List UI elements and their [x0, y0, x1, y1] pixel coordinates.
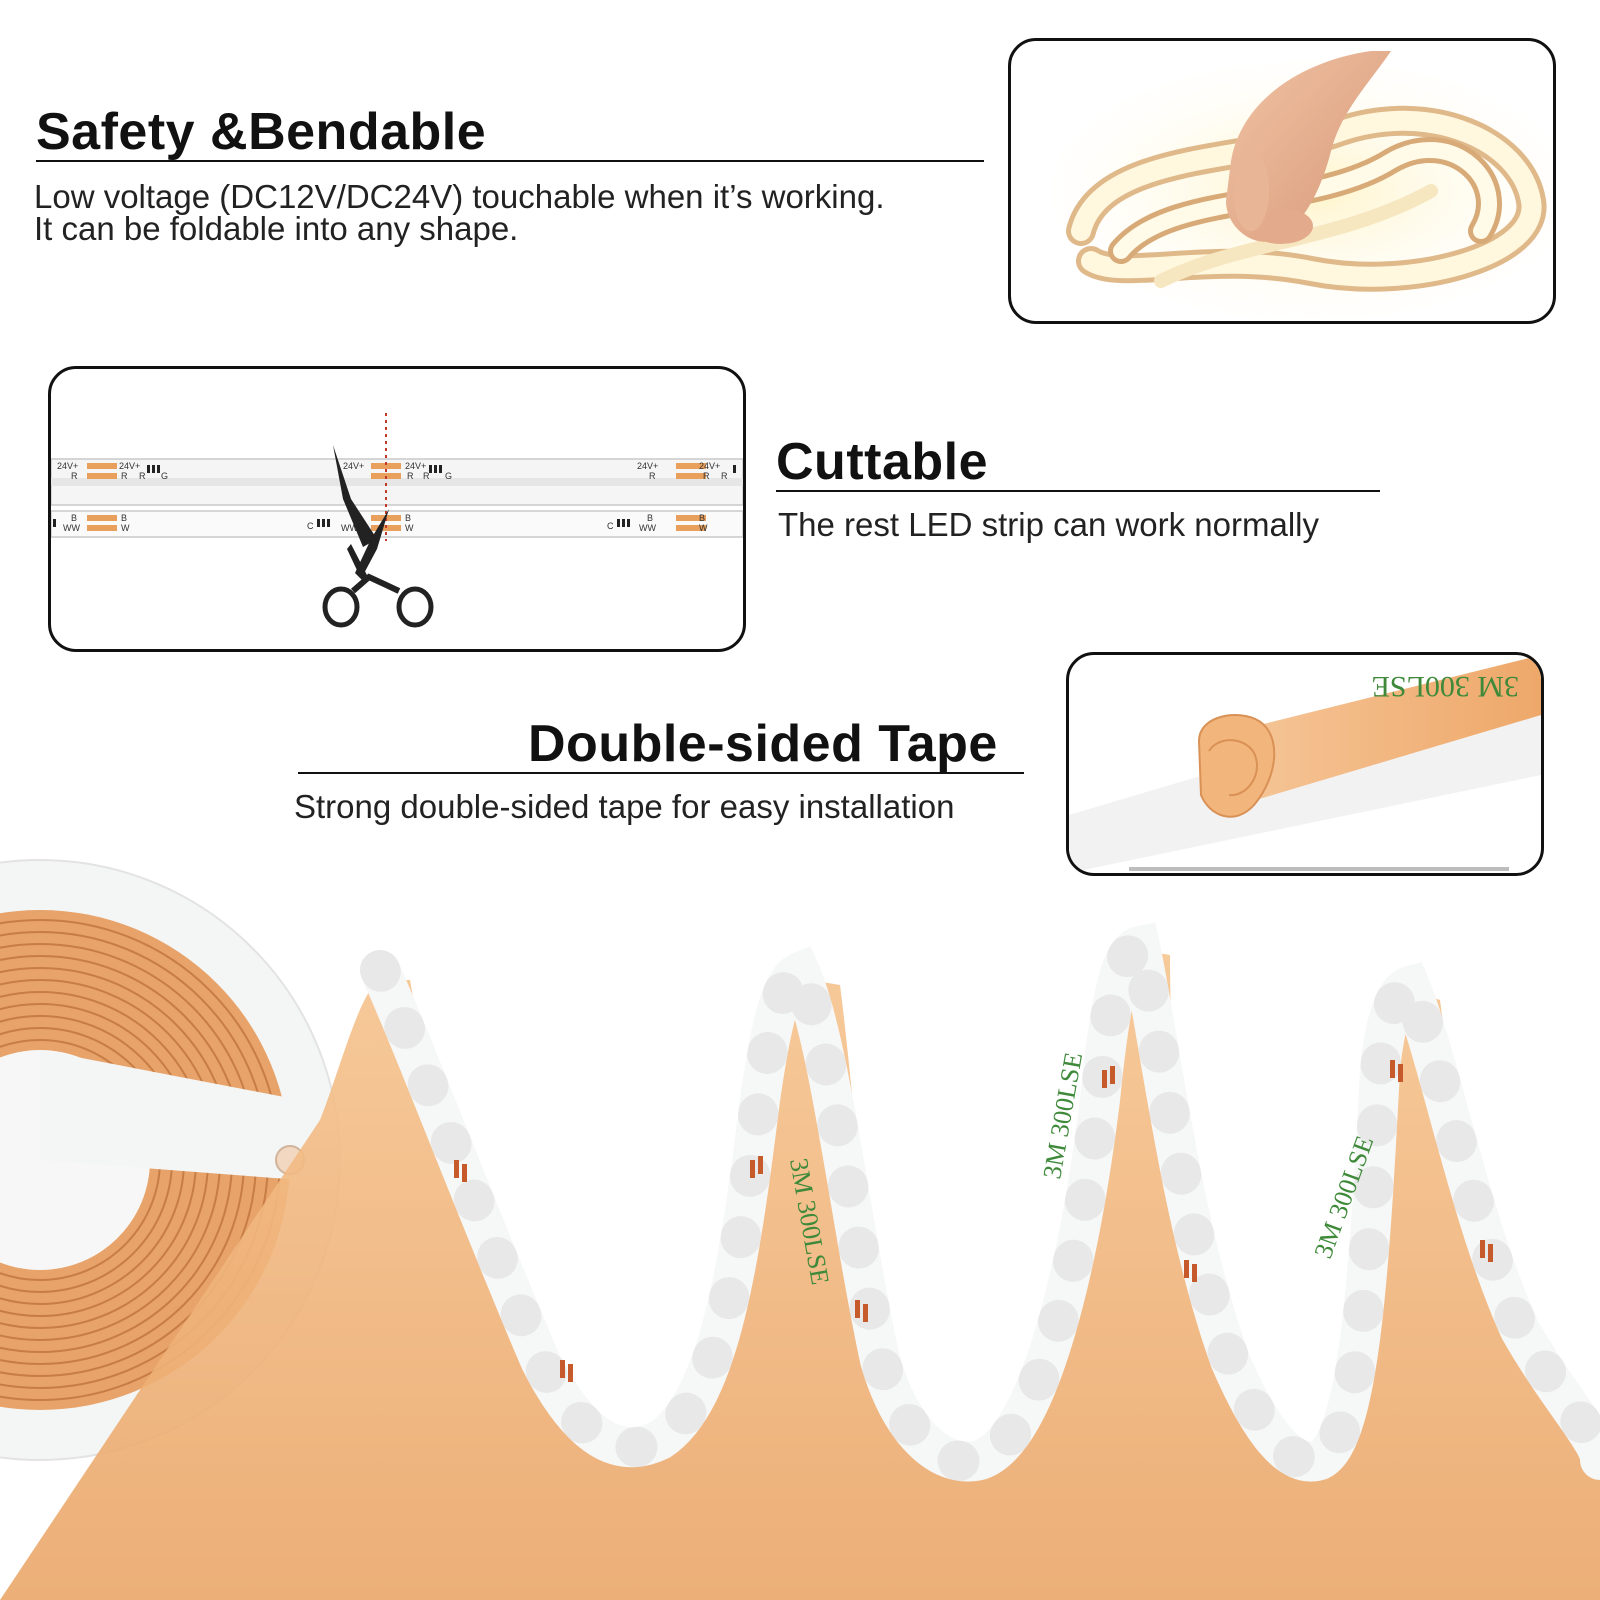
strip-label-r: R — [121, 471, 128, 481]
strip-label-r: R — [703, 471, 710, 481]
scissors-icon — [322, 445, 434, 628]
cuttable-description: The rest LED strip can work normally — [778, 506, 1320, 543]
tape-underline — [298, 772, 1024, 774]
cut-diagram-panel: 24V+ R 24V+ R R G 24V+ 24V+ R R G 24V+ R… — [48, 366, 746, 652]
strip-label-b: B — [71, 513, 77, 523]
tape-peel-illustration: 3M 300LSE — [1069, 655, 1541, 873]
safety-description-line1: Low voltage (DC12V/DC24V) touchable when… — [34, 178, 885, 215]
tape-description: Strong double-sided tape for easy instal… — [294, 788, 955, 825]
bendable-strip-illustration — [1051, 51, 1553, 321]
led-strip-product-scene: 3M 300LSE 3M 300LSE 3M 300LSE — [0, 740, 1600, 1600]
strip-label-w: W — [121, 523, 130, 533]
cut-strip-diagram: 24V+ R 24V+ R R G 24V+ 24V+ R R G 24V+ R… — [51, 413, 743, 628]
strip-label-voltage: 24V+ — [405, 461, 426, 471]
led-strip-scene-illustration: 3M 300LSE 3M 300LSE 3M 300LSE — [0, 859, 1600, 1600]
strip-label-w: W — [405, 523, 414, 533]
strip-label-b: B — [121, 513, 127, 523]
strip-label-c: C — [607, 521, 614, 531]
strip-label-r: R — [423, 471, 430, 481]
strip-label-r: R — [721, 471, 728, 481]
tape-title: Double-sided Tape — [528, 715, 998, 773]
strip-label-b: B — [405, 513, 411, 523]
strip-label-ww: WW — [63, 523, 80, 533]
strip-label-voltage: 24V+ — [343, 461, 364, 471]
strip-label-r: R — [71, 471, 78, 481]
safety-description-line2: It can be foldable into any shape. — [34, 210, 519, 247]
strip-label-r: R — [407, 471, 414, 481]
tape-print-text: 3M 300LSE — [1371, 670, 1519, 703]
cuttable-underline — [776, 490, 1380, 492]
tape-photo-panel: 3M 300LSE — [1066, 652, 1544, 876]
bendable-photo-panel — [1008, 38, 1556, 324]
cuttable-title: Cuttable — [776, 433, 988, 491]
strip-label-r: R — [139, 471, 146, 481]
safety-underline — [36, 160, 984, 162]
strip-label-r: R — [649, 471, 656, 481]
strip-label-b: B — [699, 513, 705, 523]
strip-label-ww: WW — [639, 523, 656, 533]
strip-label-g: G — [161, 471, 168, 481]
safety-title: Safety &Bendable — [36, 103, 487, 161]
strip-label-w: W — [699, 523, 708, 533]
strip-label-ww: WW — [341, 523, 358, 533]
strip-label-voltage: 24V+ — [57, 461, 78, 471]
strip-label-c: C — [307, 521, 314, 531]
strip-label-g: G — [445, 471, 452, 481]
strip-label-b: B — [647, 513, 653, 523]
strip-label-voltage: 24V+ — [637, 461, 658, 471]
strip-label-voltage: 24V+ — [119, 461, 140, 471]
strip-label-voltage: 24V+ — [699, 461, 720, 471]
